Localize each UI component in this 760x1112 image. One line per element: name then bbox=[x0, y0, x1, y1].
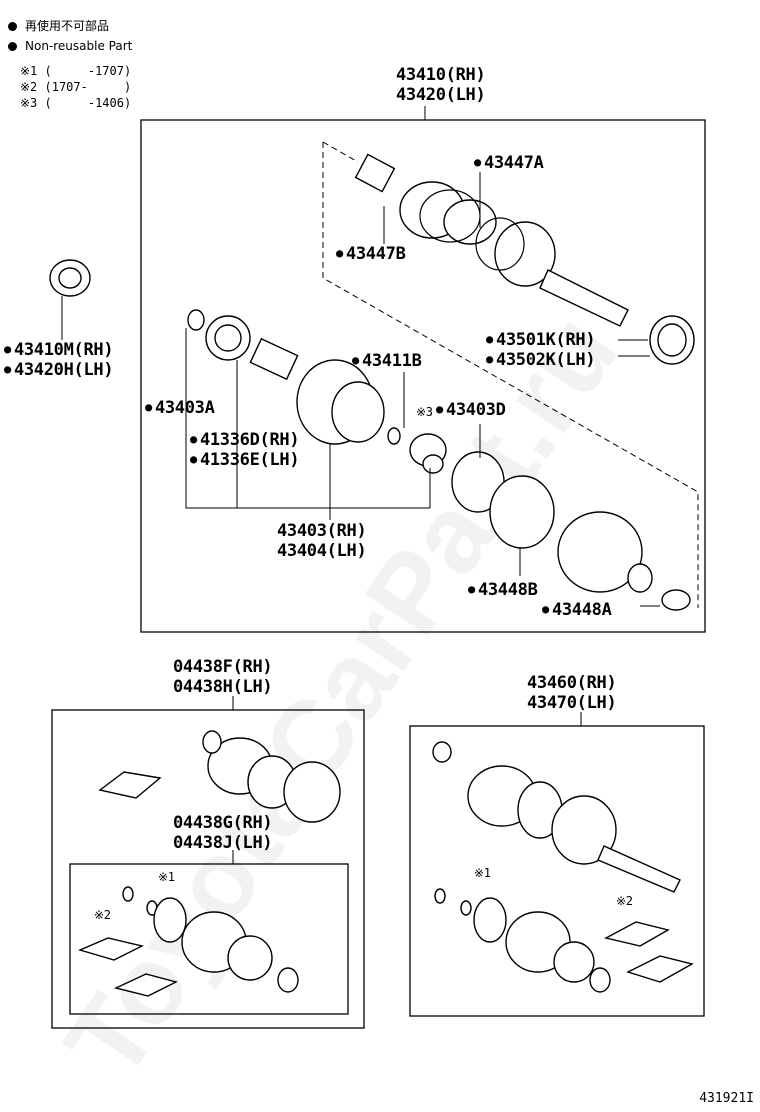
legend-note-1: ※1 ( -1707) bbox=[20, 64, 132, 78]
callout-43447a: 43447A bbox=[474, 153, 544, 173]
alt-assembly-frame bbox=[409, 725, 705, 1017]
alt-marker-note-1: ※1 bbox=[474, 866, 491, 880]
callout-43411b: 43411B bbox=[352, 351, 422, 371]
callout-43502k: 43502K(LH) bbox=[486, 350, 596, 370]
boot-kit-rh: 04438F(RH) bbox=[173, 657, 273, 677]
legend-non-reusable-jp: 再使用不可部品 bbox=[8, 18, 109, 34]
drive-shaft-assembly bbox=[354, 153, 695, 365]
kit-frame-left bbox=[51, 709, 365, 1029]
kit-frame-inner bbox=[69, 863, 349, 1015]
callout-41336d: 41336D(RH) bbox=[190, 430, 300, 450]
legend-note-2: ※2 (1707- ) bbox=[20, 80, 132, 94]
legend-text-jp: 再使用不可部品 bbox=[25, 19, 110, 33]
callout-43447b: 43447B bbox=[336, 244, 406, 264]
alt-marker-note-2: ※2 bbox=[616, 894, 633, 908]
callout-43448a: 43448A bbox=[542, 600, 612, 620]
inner-joint-parts bbox=[187, 309, 691, 611]
callout-41336e: 41336E(LH) bbox=[190, 450, 300, 470]
boot-kit-lh: 04438H(LH) bbox=[173, 677, 273, 697]
alt-assembly-rh: 43460(RH) bbox=[527, 673, 617, 693]
callout-43501k: 43501K(RH) bbox=[486, 330, 596, 350]
alt-assembly-lh: 43470(LH) bbox=[527, 693, 617, 713]
kit-marker-note-2: ※2 bbox=[94, 908, 111, 922]
marker-note-3: ※3 bbox=[416, 405, 433, 419]
legend-non-reusable-en: Non-reusable Part bbox=[8, 38, 132, 54]
inner-kit-lh: 04438J(LH) bbox=[173, 833, 273, 853]
main-assembly-frame bbox=[140, 119, 706, 633]
dust-seal-43410m bbox=[49, 259, 91, 297]
boot-kit-outer bbox=[98, 730, 341, 823]
alt-drive-shaft bbox=[432, 741, 694, 993]
boot-kit-inner bbox=[77, 886, 299, 997]
legend-text-en: Non-reusable Part bbox=[25, 39, 133, 53]
bullet-icon bbox=[8, 22, 17, 31]
inner-kit-rh: 04438G(RH) bbox=[173, 813, 273, 833]
main-assembly-rh: 43410(RH) bbox=[396, 65, 486, 85]
callout-43448b: 43448B bbox=[468, 580, 538, 600]
callout-43420h: 43420H(LH) bbox=[4, 360, 114, 380]
callout-43403a: 43403A bbox=[145, 398, 215, 418]
legend-note-3: ※3 ( -1406) bbox=[20, 96, 132, 110]
callout-43410m: 43410M(RH) bbox=[4, 340, 114, 360]
inner-assembly-rh: 43403(RH) bbox=[277, 521, 367, 541]
main-assembly-lh: 43420(LH) bbox=[396, 85, 486, 105]
kit-marker-note-1: ※1 bbox=[158, 870, 175, 884]
callout-43403d: 43403D bbox=[436, 400, 506, 420]
diagram-id: 431921I bbox=[699, 1091, 754, 1106]
inner-assembly-lh: 43404(LH) bbox=[277, 541, 367, 561]
bullet-icon bbox=[8, 42, 17, 51]
